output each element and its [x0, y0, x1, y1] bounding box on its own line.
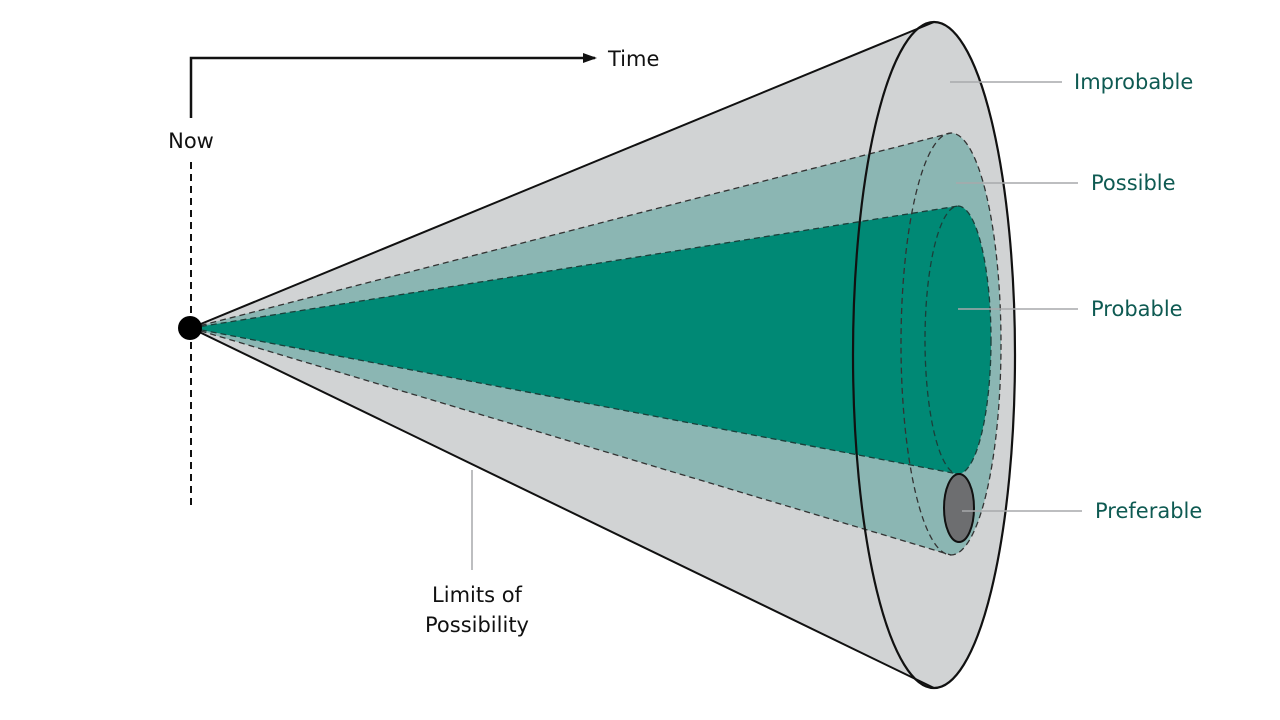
probable-cone [190, 205, 991, 475]
limits-label-line1: Limits of [432, 583, 523, 607]
limits-label-line2: Possibility [425, 613, 529, 637]
now-point [178, 316, 202, 340]
possible-rim [900, 132, 1002, 556]
improbable-label: Improbable [1074, 70, 1193, 94]
now-label: Now [168, 129, 214, 153]
possible-label: Possible [1091, 171, 1176, 195]
preferable-oval [943, 473, 975, 543]
time-arrow [189, 53, 597, 118]
probable-label: Probable [1091, 297, 1183, 321]
probable-cone-body [191, 206, 991, 474]
time-label: Time [607, 47, 659, 71]
preferable-label: Preferable [1095, 499, 1202, 523]
improbable-rim [851, 20, 1017, 690]
